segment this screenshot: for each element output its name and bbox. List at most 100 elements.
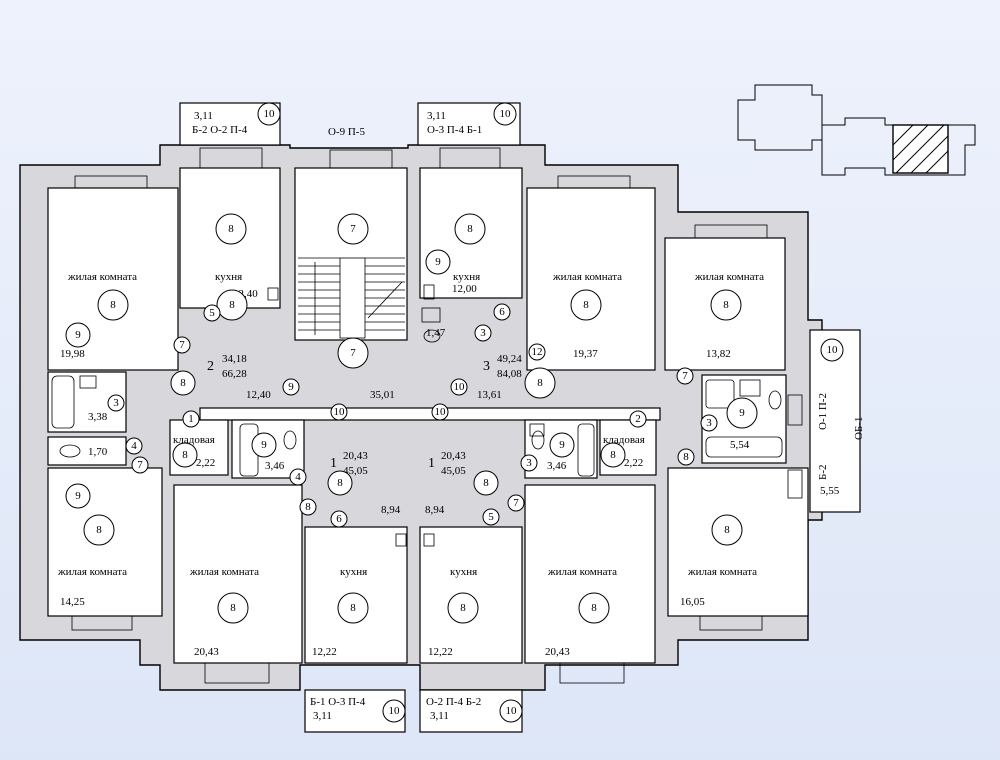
- svg-text:49,24: 49,24: [497, 353, 522, 365]
- svg-text:жилая комната: жилая комната: [189, 566, 259, 578]
- svg-text:20,43: 20,43: [194, 646, 219, 658]
- mark-circle: [125, 437, 143, 455]
- mark-label: 8: [96, 524, 102, 536]
- svg-text:кухня: кухня: [215, 271, 242, 283]
- mark-circle: [257, 102, 281, 126]
- mark-circle: [83, 514, 115, 546]
- mark-label: 4: [131, 440, 137, 452]
- svg-text:3,38: 3,38: [88, 411, 108, 423]
- svg-text:20,43: 20,43: [441, 450, 466, 462]
- balcony-top-right: 3,11 О-3 П-4 Б-1 10: [417, 102, 521, 146]
- svg-text:О-3 П-4 Б-1: О-3 П-4 Б-1: [427, 124, 482, 136]
- mark-circle: [215, 213, 247, 245]
- svg-text:жилая комната: жилая комната: [552, 271, 622, 283]
- mark-label: 6: [336, 513, 342, 525]
- mark-circle: [499, 699, 523, 723]
- mark-label: 9: [75, 490, 81, 502]
- mark-label: 8: [460, 602, 466, 614]
- svg-text:13,61: 13,61: [477, 389, 502, 401]
- mark-circle: [549, 432, 575, 458]
- mark-label: 8: [723, 299, 729, 311]
- svg-text:12,00: 12,00: [452, 283, 477, 295]
- mark-circle: [172, 442, 198, 468]
- svg-text:8,94: 8,94: [381, 504, 401, 516]
- svg-text:10: 10: [389, 705, 401, 717]
- svg-text:жилая комната: жилая комната: [57, 566, 127, 578]
- svg-text:20,43: 20,43: [343, 450, 368, 462]
- mark-circle: [173, 336, 191, 354]
- room-living-bottom-center-left: [173, 484, 303, 664]
- key-plan: [737, 84, 976, 176]
- svg-text:19,98: 19,98: [60, 348, 85, 360]
- mark-label: 7: [513, 497, 519, 509]
- mark-circle: [711, 514, 743, 546]
- mark-circle: [425, 249, 451, 275]
- svg-text:5,55: 5,55: [820, 485, 840, 497]
- mark-label: 7: [350, 347, 356, 359]
- mark-circle: [65, 483, 91, 509]
- mark-circle: [217, 592, 249, 624]
- svg-text:О-1 П-2: О-1 П-2: [817, 393, 829, 430]
- mark-circle: [820, 338, 844, 362]
- mark-circle: [330, 510, 348, 528]
- mark-label: 9: [75, 329, 81, 341]
- mark-label: 8: [537, 377, 543, 389]
- mark-circle: [131, 456, 149, 474]
- svg-text:16,05: 16,05: [680, 596, 705, 608]
- svg-text:45,05: 45,05: [441, 465, 466, 477]
- mark-label: 8: [467, 223, 473, 235]
- svg-text:1: 1: [330, 456, 337, 471]
- svg-text:10: 10: [500, 108, 512, 120]
- mark-label: 8: [724, 524, 730, 536]
- svg-text:3: 3: [483, 359, 490, 374]
- mark-label: 8: [591, 602, 597, 614]
- svg-text:3,11: 3,11: [427, 110, 446, 122]
- mark-circle: [182, 410, 200, 428]
- mark-circle: [337, 337, 369, 369]
- room-wc-left: [47, 436, 127, 466]
- mark-label: 3: [526, 457, 532, 469]
- mark-label: 6: [499, 306, 505, 318]
- room-living-bottom-right: [667, 467, 809, 617]
- mark-label: 8: [583, 299, 589, 311]
- mark-circle: [282, 378, 300, 396]
- svg-text:10: 10: [827, 344, 839, 356]
- mark-circle: [170, 370, 196, 396]
- mark-label: 3: [706, 417, 712, 429]
- balcony-right: 10 О-1 П-2 Б-2 ОБ-1 5,55: [809, 329, 865, 513]
- svg-text:3,11: 3,11: [313, 710, 332, 722]
- mark-circle: [382, 699, 406, 723]
- mark-label: 8: [182, 449, 188, 461]
- mark-circle: [337, 213, 369, 245]
- rooms: [47, 167, 809, 664]
- svg-text:14,25: 14,25: [60, 596, 85, 608]
- mark-label: 9: [288, 381, 294, 393]
- svg-text:35,01: 35,01: [370, 389, 395, 401]
- room-labels: жилая комната кухня кухня жилая комната …: [57, 271, 764, 578]
- mark-circle: [524, 367, 556, 399]
- mark-circle: [629, 410, 647, 428]
- mark-circle: [251, 432, 277, 458]
- svg-text:84,08: 84,08: [497, 368, 522, 380]
- svg-text:Б-1 О-3 П-4: Б-1 О-3 П-4: [310, 696, 366, 708]
- stair-treads: [298, 257, 405, 339]
- svg-text:3,11: 3,11: [430, 710, 449, 722]
- svg-text:О-2 П-4 Б-2: О-2 П-4 Б-2: [426, 696, 481, 708]
- svg-text:кухня: кухня: [450, 566, 477, 578]
- mark-circle: [431, 403, 449, 421]
- mark-circle: [482, 508, 500, 526]
- mark-circle: [330, 403, 348, 421]
- mark-label: 8: [483, 477, 489, 489]
- svg-text:12,22: 12,22: [312, 646, 337, 658]
- mark-circle: [520, 454, 538, 472]
- svg-text:66,28: 66,28: [222, 368, 247, 380]
- mark-label: 9: [739, 407, 745, 419]
- mark-circle: [289, 468, 307, 486]
- mark-label: 8: [610, 449, 616, 461]
- svg-text:1,70: 1,70: [88, 446, 108, 458]
- mark-label: 5: [488, 511, 494, 523]
- svg-text:кухня: кухня: [453, 271, 480, 283]
- svg-text:19,37: 19,37: [573, 348, 598, 360]
- svg-text:ОБ-1: ОБ-1: [853, 417, 865, 440]
- mark-circle: [710, 289, 742, 321]
